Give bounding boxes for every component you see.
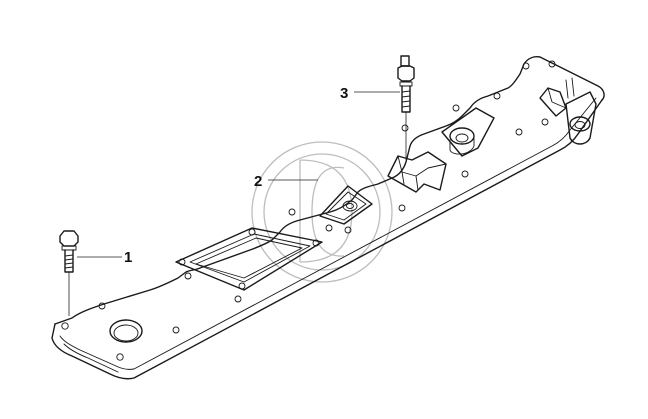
gasket-plate — [51, 56, 605, 380]
watermark-logo — [251, 141, 393, 283]
stud-part — [397, 55, 415, 113]
callout-label-3: 3 — [340, 85, 348, 102]
callout-label-1: 1 — [124, 249, 132, 266]
bolt-part — [59, 230, 79, 273]
callout-label-2: 2 — [254, 173, 262, 190]
